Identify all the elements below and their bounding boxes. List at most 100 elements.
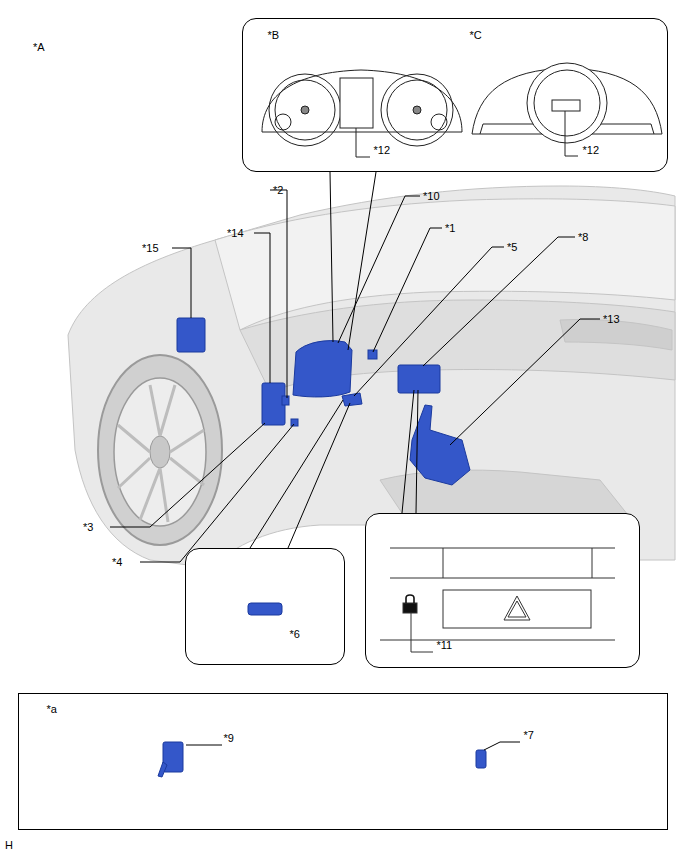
callout-number: *12 [374, 144, 391, 156]
callout-number: *C [470, 29, 482, 41]
illustration-shape [423, 237, 575, 366]
illustration-shape [380, 548, 615, 640]
callout-number: *4 [112, 556, 122, 568]
callout-wrap: *C [470, 28, 482, 42]
illustration-shape [172, 248, 191, 318]
callout-number: *13 [603, 313, 620, 325]
callout-number: *15 [142, 242, 159, 254]
illustration-shape [527, 63, 607, 143]
callout-wrap: *11 [437, 638, 453, 652]
switch-panel [380, 548, 615, 652]
wheel [98, 355, 222, 545]
illustration-shape [410, 405, 470, 485]
car-body [68, 186, 675, 568]
illustration-shape [270, 190, 287, 398]
label-wrap: *3 [83, 520, 93, 534]
illustration-shape [330, 172, 376, 350]
illustration-shape [248, 603, 282, 615]
label-wrap: *5 [507, 240, 517, 254]
illustration-shape [250, 400, 350, 548]
illustration-shape [413, 106, 421, 114]
callout-wrap: *7 [524, 728, 534, 742]
callout-number: H [5, 839, 13, 851]
illustration-shape [98, 355, 222, 545]
callout-number: *6 [290, 628, 300, 640]
illustration-shape [504, 596, 530, 620]
illustration-shape [269, 74, 341, 146]
illustration-shape [340, 78, 373, 128]
illustration-shape [254, 233, 270, 383]
inset-box: *a *9 *7 [18, 693, 668, 830]
callout-number: *9 [224, 732, 234, 744]
illustration-shape [368, 350, 377, 359]
callout-number: *5 [507, 241, 517, 253]
illustration-shape [431, 114, 447, 130]
illustration-shape [110, 423, 265, 527]
callout-number: *10 [423, 190, 440, 202]
illustration-shape [552, 100, 580, 111]
illustration-shape [356, 128, 370, 157]
illustration-shape [342, 393, 362, 406]
callout-number: *12 [583, 144, 600, 156]
illustration-shape [476, 750, 486, 768]
label-wrap: *4 [112, 555, 122, 569]
callout-wrap: *12 [374, 143, 391, 157]
label-wrap: *8 [578, 230, 588, 244]
illustration-shape [403, 603, 417, 613]
illustration-shape [68, 186, 675, 568]
illustration-shape [565, 111, 578, 156]
inset-ground [18, 693, 668, 830]
inset-box: *6 [185, 548, 345, 665]
illustration-shape [338, 196, 420, 343]
illustration-shape [291, 419, 298, 426]
illustration-shape [262, 70, 462, 132]
illustration-shape [275, 80, 335, 140]
callout-number: *2 [273, 184, 283, 196]
illustration-shape [282, 396, 289, 405]
callout-wrap: *6 [290, 627, 300, 641]
callout-number: *8 [578, 231, 588, 243]
label-wrap: *A [33, 40, 45, 54]
inset-ground [365, 513, 640, 668]
illustration-shape [150, 436, 170, 468]
callout-number: *3 [83, 521, 93, 533]
meter-cluster [472, 63, 662, 156]
label-wrap: H [5, 838, 13, 852]
illustration-shape [476, 750, 486, 768]
callout-number: *A [33, 41, 45, 53]
illustration-shape [534, 70, 600, 136]
callout-wrap: *a [47, 702, 57, 716]
illustration-shape [450, 319, 600, 445]
callout-number: *1 [445, 222, 455, 234]
label-wrap: *14 [227, 226, 244, 240]
illustration-shape [293, 341, 352, 397]
inset-box: *B *C *12 *12 [242, 18, 668, 172]
illustration-shape [354, 247, 504, 396]
label-wrap: *15 [142, 241, 159, 255]
illustration-shape [373, 228, 442, 352]
callout-number: *11 [437, 639, 453, 651]
callout-wrap: *9 [224, 731, 234, 745]
illustration-shape [443, 590, 591, 628]
label-wrap: *13 [603, 312, 620, 326]
illustration-shape [381, 74, 453, 146]
illustration-shape [118, 385, 204, 522]
callout-number: *7 [524, 729, 534, 741]
illustration-shape [140, 424, 294, 562]
leader-line [110, 172, 600, 750]
illustration-shape [411, 613, 433, 652]
illustration-shape [484, 742, 520, 750]
inset-ground [185, 548, 345, 665]
callout-wrap: *B [268, 28, 280, 42]
callout-wrap: *12 [583, 143, 600, 157]
illustration-shape [158, 762, 167, 777]
illustration-shape [398, 365, 440, 393]
illustration-shape [114, 378, 206, 526]
illustration-shape [177, 318, 205, 352]
callout-number: *a [47, 703, 57, 715]
callout-number: *B [268, 29, 280, 41]
label-wrap: *2 [273, 183, 283, 197]
component-parts [158, 603, 486, 777]
